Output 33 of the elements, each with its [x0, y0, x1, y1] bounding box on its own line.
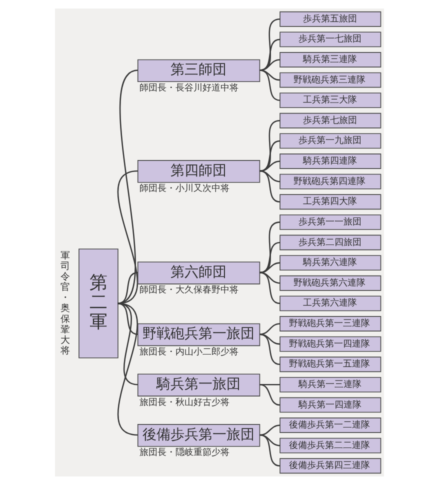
node-label: 旅団長・秋山好古少将	[138, 398, 229, 408]
connector	[259, 18, 280, 71]
node-label: 旅団長・隠岐重節少将	[138, 448, 229, 458]
connector	[116, 170, 138, 304]
connector	[259, 384, 280, 406]
connector	[259, 140, 280, 172]
node-label: 師団長・小川又次中将	[138, 184, 229, 194]
connector	[259, 170, 280, 203]
node-label: 旅団長・内山小二郎少将	[138, 347, 238, 358]
connector	[259, 222, 280, 274]
connector	[259, 334, 280, 345]
node-label: 師団長・長谷川好道中将	[138, 83, 238, 94]
connector	[259, 120, 280, 172]
connector	[259, 160, 280, 172]
connector	[259, 262, 280, 274]
connector	[116, 272, 138, 304]
connector	[259, 323, 280, 335]
node-label: 師団長・大久保春野中将	[138, 286, 238, 296]
connector	[116, 70, 138, 304]
connector	[259, 424, 280, 436]
connector	[259, 334, 280, 365]
connector	[259, 242, 280, 274]
connector	[259, 434, 280, 467]
connector	[259, 59, 280, 71]
node-label: 軍司令官・奥保鞏大将	[60, 250, 70, 356]
connector	[259, 272, 280, 304]
connector	[116, 302, 138, 335]
connector	[259, 70, 280, 101]
connector	[259, 70, 280, 81]
connector	[259, 38, 280, 71]
connector	[259, 384, 280, 386]
connector	[116, 302, 138, 436]
connector	[116, 302, 138, 386]
